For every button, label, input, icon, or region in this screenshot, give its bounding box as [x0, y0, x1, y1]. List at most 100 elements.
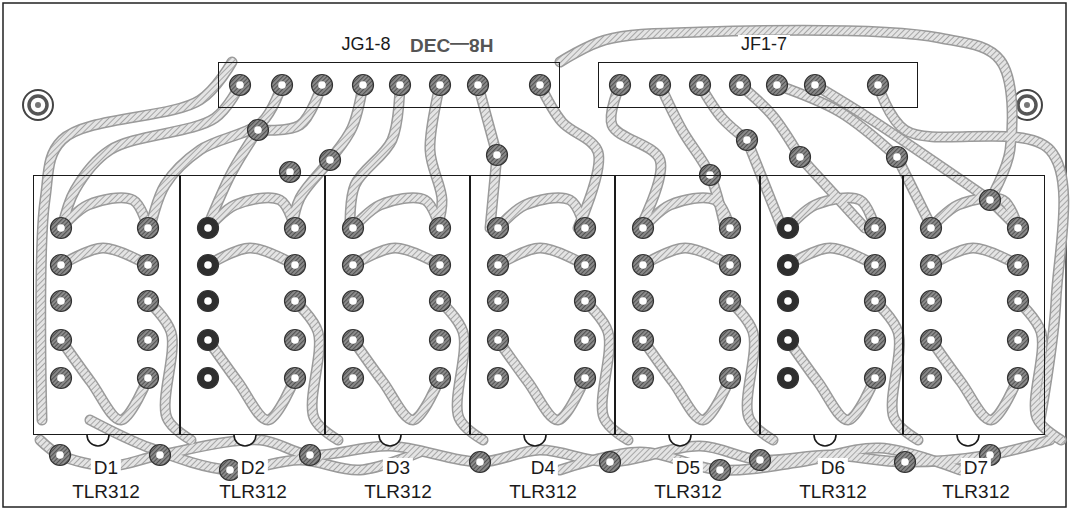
solder-pad: [778, 330, 799, 351]
solder-pad: [778, 368, 799, 389]
display-notch: [814, 435, 836, 446]
solder-pad: [720, 218, 741, 239]
solder-pad: [633, 291, 654, 312]
solder-pad: [272, 75, 293, 96]
solder-pad: [1008, 255, 1029, 276]
part-number: TLR312: [69, 482, 143, 502]
display-notch: [669, 435, 691, 446]
solder-pad: [51, 255, 72, 276]
connector-header: JF1-7: [598, 62, 918, 108]
solder-pad: [138, 218, 159, 239]
part-designator: D5: [673, 458, 703, 478]
copper-trace: [931, 248, 1018, 265]
copper-trace: [41, 62, 232, 420]
solder-pad: [530, 75, 551, 96]
solder-pad: [690, 75, 711, 96]
copper-trace: [353, 340, 440, 420]
copper-trace: [208, 198, 295, 228]
solder-pad: [320, 150, 341, 171]
solder-pad: [285, 291, 306, 312]
solder-pad: [650, 75, 671, 96]
solder-pad: [487, 145, 508, 166]
solder-pad: [468, 75, 489, 96]
copper-trace: [61, 248, 148, 265]
board-outline: [3, 3, 1066, 507]
solder-pad: [575, 291, 596, 312]
solder-pad: [865, 291, 886, 312]
copper-trace: [208, 248, 295, 265]
solder-pad: [230, 75, 251, 96]
display-notch: [87, 435, 109, 446]
solder-pad: [575, 368, 596, 389]
solder-pad: [51, 330, 72, 351]
solder-pad: [805, 75, 826, 96]
part-designator: D7: [961, 458, 991, 478]
solder-pad: [750, 450, 771, 471]
copper-trace: [353, 198, 440, 228]
solder-pad: [921, 330, 942, 351]
copper-trace: [41, 62, 232, 420]
part-designator: D4: [528, 458, 558, 478]
copper-trace: [643, 340, 730, 420]
copper-trace: [498, 198, 585, 228]
solder-pad: [921, 368, 942, 389]
solder-pad: [280, 162, 301, 183]
solder-pad: [575, 218, 596, 239]
solder-pad: [575, 255, 596, 276]
solder-pad: [488, 291, 509, 312]
solder-pad: [430, 291, 451, 312]
copper-trace: [540, 85, 599, 228]
solder-pad: [575, 330, 596, 351]
copper-trace: [643, 198, 730, 228]
solder-pad: [600, 452, 621, 473]
copper-trace: [208, 248, 295, 265]
solder-pad: [865, 368, 886, 389]
led-display: D7TLR312: [903, 175, 1045, 435]
solder-pad: [488, 368, 509, 389]
part-designator: D6: [818, 458, 848, 478]
solder-pad: [50, 445, 71, 466]
copper-trace: [747, 140, 782, 228]
copper-trace: [747, 140, 782, 228]
solder-pad: [1008, 330, 1029, 351]
copper-trace: [498, 248, 585, 265]
solder-pad: [633, 218, 654, 239]
solder-pad: [343, 218, 364, 239]
copper-trace: [498, 340, 585, 420]
copper-trace: [353, 198, 440, 228]
solder-pad: [138, 368, 159, 389]
copper-trace: [208, 340, 295, 420]
solder-pad: [921, 255, 942, 276]
copper-trace: [498, 198, 585, 228]
solder-pad: [895, 452, 916, 473]
copper-trace: [931, 248, 1018, 265]
part-number: TLR312: [216, 482, 290, 502]
solder-pad: [720, 255, 741, 276]
copper-trace: [353, 340, 440, 420]
copper-trace: [353, 248, 440, 265]
copper-trace: [800, 157, 865, 228]
solder-pad: [430, 75, 451, 96]
copper-trace: [931, 198, 1018, 228]
led-display: D6TLR312: [760, 175, 903, 435]
solder-pad: [138, 330, 159, 351]
led-display: D4TLR312: [470, 175, 615, 435]
part-number: TLR312: [506, 482, 580, 502]
part-number: TLR312: [361, 482, 435, 502]
copper-trace: [61, 248, 148, 265]
copper-trace: [61, 340, 148, 420]
copper-trace: [643, 340, 730, 420]
display-notch: [234, 435, 256, 446]
solder-pad: [767, 75, 788, 96]
copper-trace: [788, 198, 875, 228]
solder-pad: [633, 330, 654, 351]
solder-pad: [343, 255, 364, 276]
copper-trace: [498, 248, 585, 265]
copper-trace: [61, 340, 148, 420]
solder-pad: [720, 368, 741, 389]
connector-label: JG1-8: [338, 35, 393, 54]
copper-trace: [800, 157, 865, 228]
solder-pad: [865, 330, 886, 351]
solder-pad: [390, 75, 411, 96]
solder-pad: [138, 255, 159, 276]
